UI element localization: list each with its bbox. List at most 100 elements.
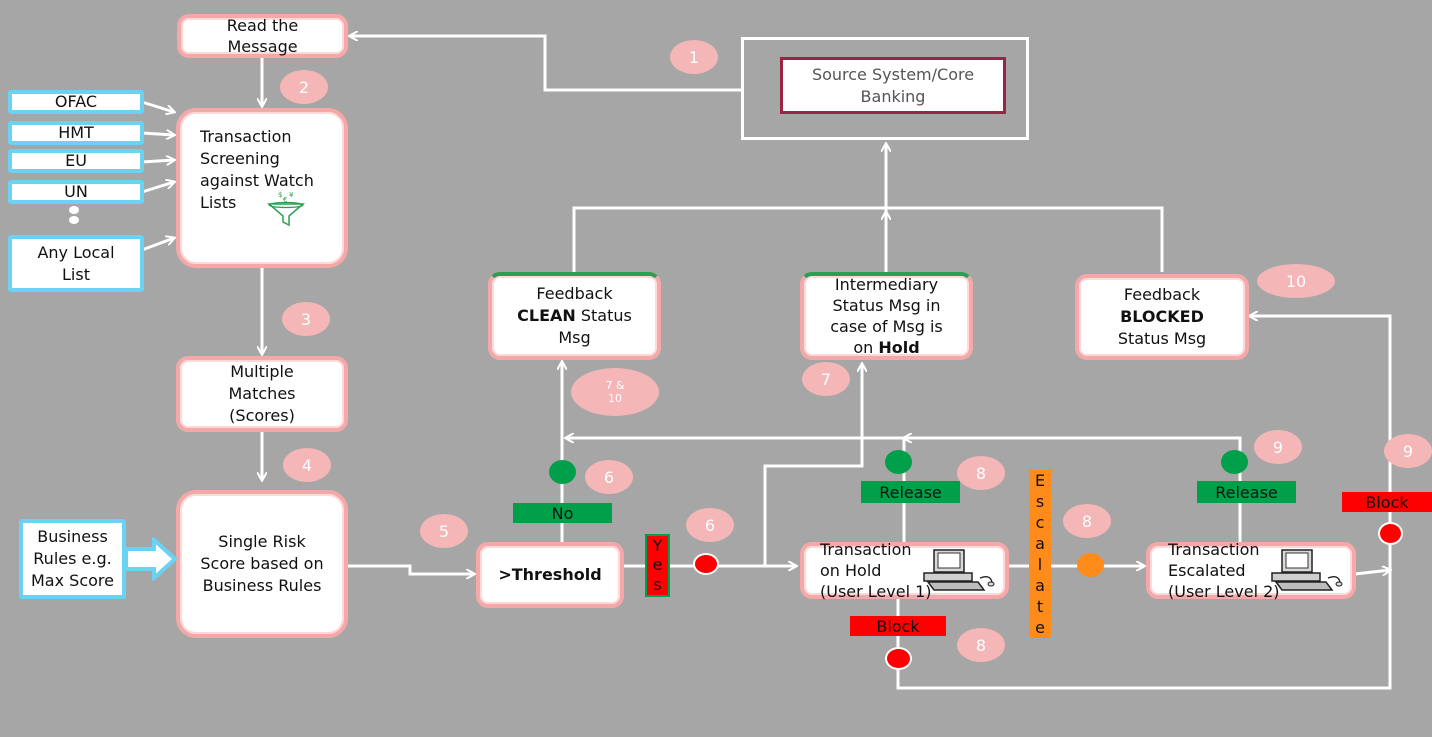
arrow-to-intermediary — [763, 364, 862, 566]
arrow-release-line — [566, 438, 1242, 542]
yes-letter-3: s — [653, 575, 662, 595]
escalate-letter-6: a — [1035, 576, 1045, 595]
business-rules-label: Business Rules e.g. Max Score — [31, 527, 114, 590]
step-10-text: 10 — [1285, 271, 1307, 291]
release-dot-1 — [885, 450, 912, 474]
step-8a-text: 8 — [975, 463, 987, 483]
feedback-blocked-line3: Status Msg — [1117, 329, 1207, 348]
txn-escalated-line3: (User Level 2) — [1168, 582, 1280, 601]
threshold-label: >Threshold — [498, 565, 602, 584]
step-badge-8c: 8 — [957, 628, 1005, 662]
step-4-text: 4 — [301, 455, 313, 475]
yes-label: Y e s — [645, 534, 670, 597]
escalate-letter-8: e — [1035, 618, 1045, 637]
escalate-label: E s c a l a t e — [1029, 470, 1051, 638]
txn-hold-line3: (User Level 1) — [820, 582, 932, 601]
step-7-10-text: 7 & 10 — [605, 379, 625, 405]
source-system-frame — [741, 37, 1029, 140]
escalate-letter-4: a — [1035, 534, 1045, 553]
txn-escalated-line1: Transaction — [1168, 540, 1260, 559]
yes-letter-2: e — [652, 555, 663, 575]
escalate-letter-2: s — [1035, 492, 1045, 511]
list-ofac-label: OFAC — [54, 92, 98, 111]
step-badge-7-10: 7 & 10 — [571, 368, 659, 416]
step-badge-10: 10 — [1257, 264, 1335, 298]
intermediary-bold: Hold — [878, 338, 920, 357]
escalate-letter-5: l — [1037, 555, 1043, 574]
yes-letter-1: Y — [652, 535, 663, 555]
txn-hold-box: Transaction on Hold (User Level 1) — [800, 540, 1009, 601]
step-badge-5: 5 — [420, 514, 468, 548]
screening-box: Transaction Screening against Watch List… — [176, 108, 348, 268]
arrow-local — [141, 238, 174, 252]
block-label-1-text: Block — [876, 616, 920, 636]
txn-hold-line2: on Hold — [820, 561, 882, 580]
step-badge-8b: 8 — [1063, 504, 1111, 538]
txn-escalated-line2: Escalated — [1168, 561, 1246, 580]
source-system-box: Source System/Core Banking — [780, 57, 1006, 114]
arrow-hmt — [141, 133, 174, 135]
block-dot-2 — [1378, 522, 1403, 545]
more-lists-ellipsis — [68, 205, 80, 226]
arrow-eu — [141, 160, 174, 162]
funnel-filter-icon: $ ¥ € — [266, 191, 306, 227]
intermediary-line2: Status Msg in — [832, 296, 941, 315]
release-dot-2 — [1221, 450, 1248, 474]
release-label-2-text: Release — [1215, 482, 1278, 502]
step-badge-3: 3 — [282, 302, 330, 336]
step-1-text: 1 — [688, 47, 700, 67]
list-un: UN — [8, 180, 144, 204]
escalate-letter-7: t — [1036, 597, 1044, 616]
desktop-computer-icon — [1271, 549, 1343, 591]
step-badge-9a: 9 — [1254, 430, 1302, 464]
feedback-blocked-bold: BLOCKED — [1120, 307, 1204, 326]
block-dot-1 — [885, 647, 912, 670]
feedback-blocked-box: Feedback BLOCKED Status Msg — [1075, 274, 1249, 360]
business-rules-box: Business Rules e.g. Max Score — [19, 519, 126, 599]
business-rules-arrow-icon — [124, 537, 178, 581]
step-6b-text: 6 — [704, 515, 716, 535]
step-badge-4: 4 — [283, 448, 331, 482]
arrow-source-to-read — [350, 36, 741, 92]
single-risk-box: Single Risk Score based on Business Rule… — [176, 490, 348, 638]
no-label-text: No — [551, 503, 574, 523]
feedback-clean-line3: Msg — [558, 328, 591, 347]
release-label-1: Release — [861, 481, 960, 503]
txn-hold-line1: Transaction — [820, 540, 912, 559]
step-badge-7: 7 — [802, 362, 850, 396]
step-badge-9b: 9 — [1384, 434, 1432, 468]
step-8b-text: 8 — [1081, 511, 1093, 531]
intermediary-on: on — [853, 338, 874, 357]
multiple-matches-box: Multiple Matches (Scores) — [176, 356, 348, 432]
svg-text:€: € — [283, 196, 287, 204]
step-badge-6a: 6 — [585, 460, 633, 494]
read-message-label: Read the Message — [226, 16, 299, 56]
txn-escalated-box: Transaction Escalated (User Level 2) — [1146, 540, 1356, 601]
intermediary-box: Intermediary Status Msg in case of Msg i… — [800, 272, 973, 360]
multiple-matches-label: Multiple Matches (Scores) — [228, 362, 296, 425]
escalate-dot — [1077, 553, 1104, 577]
step-5-text: 5 — [438, 521, 450, 541]
release-label-1-text: Release — [879, 482, 942, 502]
no-status-dot — [549, 460, 576, 484]
list-ofac: OFAC — [8, 90, 144, 114]
list-any-local-label: Any Local List — [37, 242, 115, 284]
block-label-1: Block — [850, 616, 946, 636]
yes-status-dot — [693, 553, 719, 575]
arrow-ofac — [141, 100, 174, 112]
step-6a-text: 6 — [603, 467, 615, 487]
list-eu-label: EU — [65, 151, 87, 170]
single-risk-label: Single Risk Score based on Business Rule… — [200, 532, 324, 595]
list-eu: EU — [8, 149, 144, 173]
screening-label: Transaction Screening against Watch List… — [200, 127, 314, 212]
feedback-clean-box: Feedback CLEAN Status Msg — [488, 272, 661, 360]
no-label: No — [513, 503, 612, 523]
feedback-clean-bold: CLEAN — [517, 306, 576, 325]
intermediary-line3: case of Msg is — [830, 317, 943, 336]
feedback-blocked-line1: Feedback — [1123, 285, 1201, 304]
arrow-risk-to-threshold — [347, 564, 474, 574]
step-9a-text: 9 — [1272, 437, 1284, 457]
step-2-text: 2 — [298, 77, 310, 97]
escalate-letter-1: E — [1034, 471, 1046, 490]
svg-text:$: $ — [278, 191, 282, 199]
